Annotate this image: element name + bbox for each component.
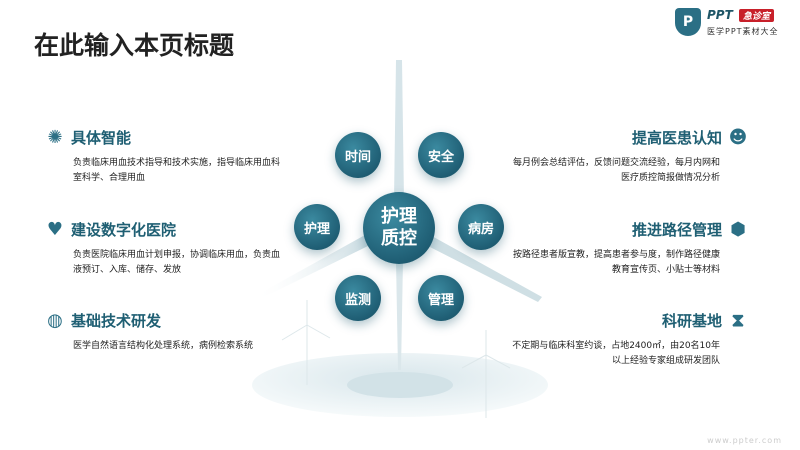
blade-top [394,60,404,200]
node-manage: 管理 [418,275,464,321]
center-node: 护理质控 [363,192,435,264]
item-desc: 每月例会总结评估，反馈问题交流经验，每月内网和医疗质控简报做情况分析 [512,158,720,183]
blade-left [255,235,370,300]
molecule-icon: ⬢ [730,218,746,240]
item-desc: 负责医院临床用血计划申报，协调临床用血，负责血液预订、入库、储存、发放 [73,250,281,275]
tower [396,260,403,370]
logo: P PPT 急诊室 医学PPT素材大全 [675,8,795,40]
blade-right [426,235,542,302]
item-desc: 负责临床用血技术指导和技术实施，指导临床用血科室科学、合理用血 [73,158,281,183]
item-heading: 推进路径管理 [631,221,722,239]
item-heading: 基础技术研发 [71,312,162,330]
item-heading: 具体智能 [71,129,132,147]
right-item: 科研基地 ⧗ 不定期与临床科室约谈，占地2400㎡，由20名10年以上经验专家组成… [508,310,748,369]
right-item: 推进路径管理 ⬢ 按路径患者版宣教，提高患者参与度，制作路径健康教育宣传页、小贴士… [508,219,748,278]
logo-subtitle: 医学PPT素材大全 [707,27,779,36]
left-item: ◍ 基础技术研发 医学自然语言结构化处理系统，病例检索系统 [45,310,285,354]
logo-tag: 急诊室 [739,9,775,22]
logo-brand: PPT [707,8,733,22]
small-windmill [461,330,511,418]
right-item: 提高医患认知 ☻ 每月例会总结评估，反馈问题交流经验，每月内网和医疗质控简报做情况… [508,127,748,186]
nurse-icon: ☻ [728,126,748,148]
dna-icon: ⧗ [731,309,745,331]
node-safety: 安全 [418,132,464,178]
base-inner [347,372,453,398]
item-desc: 不定期与临床科室约谈，占地2400㎡，由20名10年以上经验专家组成研发团队 [512,341,720,366]
item-heading: 科研基地 [661,312,722,330]
page-title: 在此输入本页标题 [34,31,235,60]
virus-icon: ✺ [47,126,63,148]
item-desc: 医学自然语言结构化处理系统，病例检索系统 [73,341,254,351]
left-item: ✺ 具体智能 负责临床用血技术指导和技术实施，指导临床用血科室科学、合理用血 [45,127,285,186]
small-windmill [281,300,331,385]
brain-icon: ◍ [47,309,63,331]
node-nursing: 护理 [294,204,340,250]
item-heading: 建设数字化医院 [71,221,177,239]
watermark: www.ppter.com [707,436,782,445]
item-desc: 按路径患者版宣教，提高患者参与度，制作路径健康教育宣传页、小贴士等材料 [512,250,720,275]
left-item: ♥ 建设数字化医院 负责医院临床用血计划申报，协调临床用血，负责血液预订、入库、储… [45,219,285,278]
item-heading: 提高医患认知 [631,129,722,147]
node-time: 时间 [335,132,381,178]
node-monitor: 监测 [335,275,381,321]
node-ward: 病房 [458,204,504,250]
shield-icon: P [675,8,701,36]
heart-icon: ♥ [46,218,64,240]
